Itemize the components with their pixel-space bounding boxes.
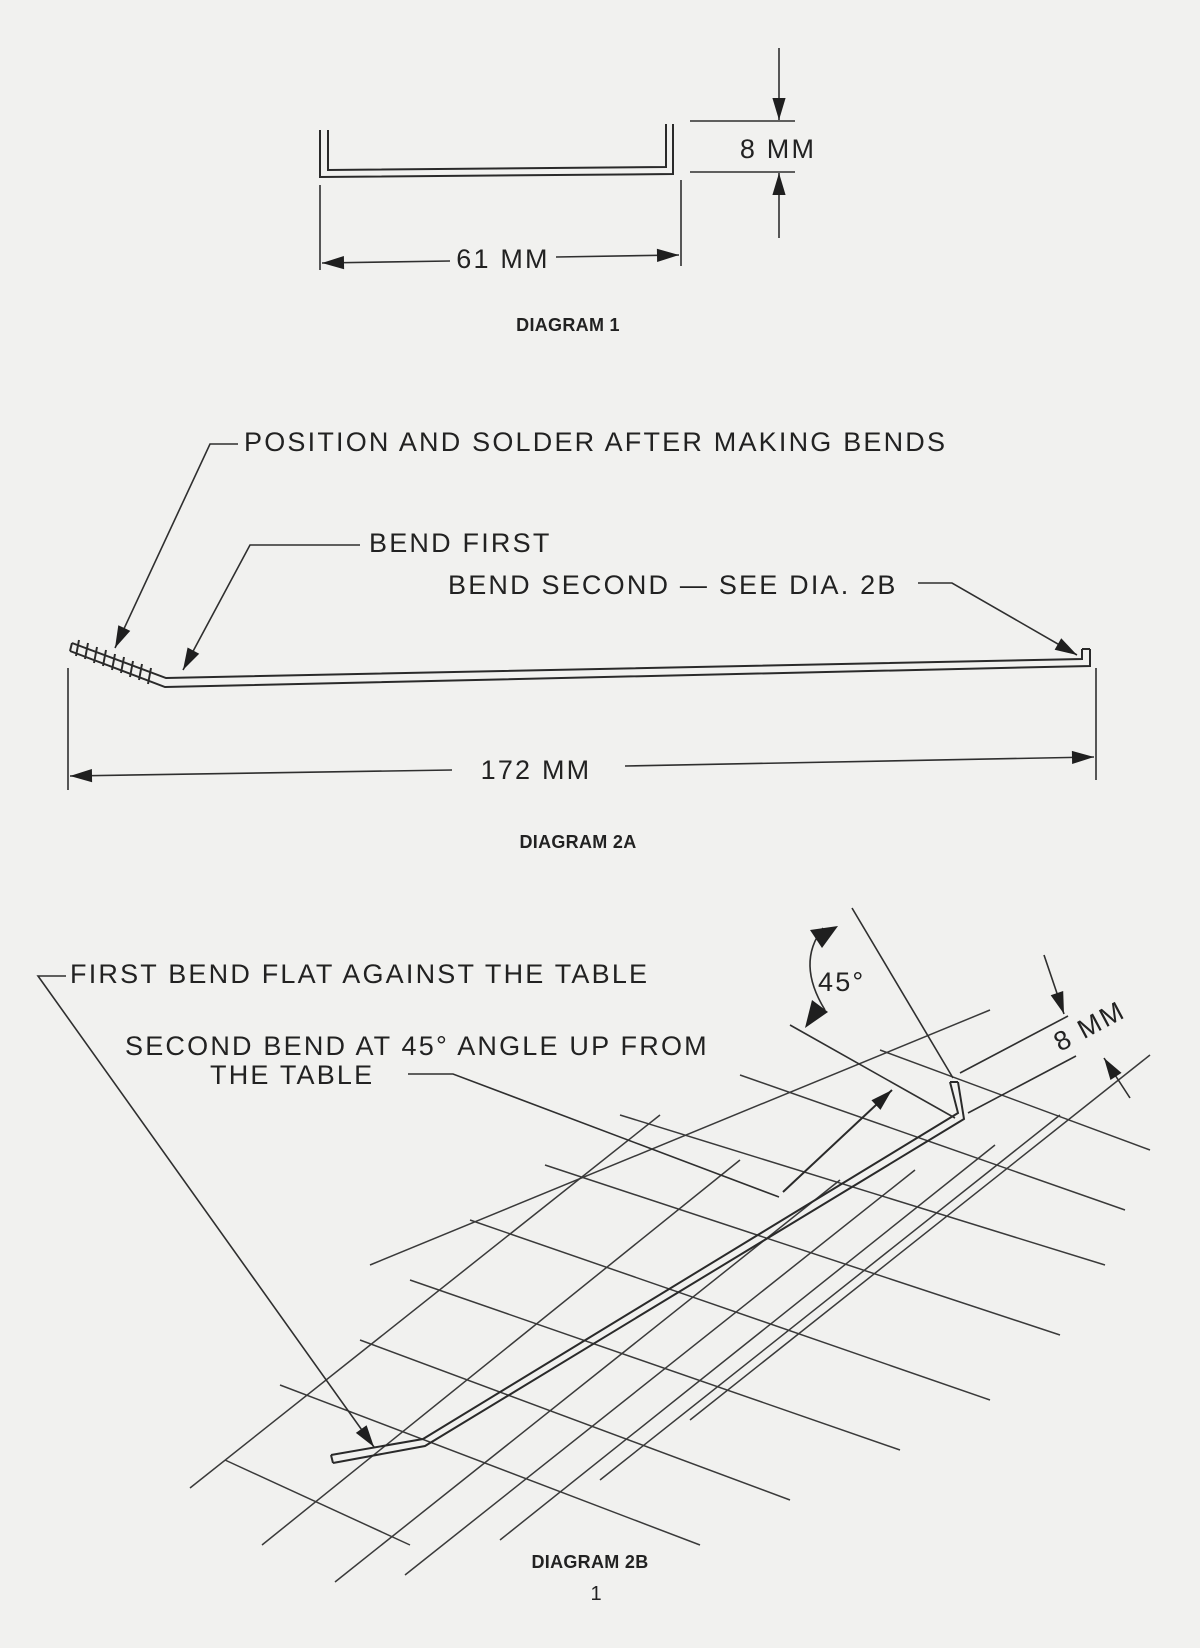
width-arrow-left xyxy=(321,256,451,270)
diagram-1: 61 MM 8 MM DIAGRAM 1 xyxy=(319,48,816,335)
width-arrow-right xyxy=(555,248,680,262)
solder-leader xyxy=(114,443,238,649)
rod-inner-2b xyxy=(330,1081,960,1456)
angle-base-line xyxy=(789,1024,956,1119)
bend-second-leader xyxy=(918,582,1078,656)
first-bend-leader xyxy=(36,975,375,1448)
diagram-2a: POSITION AND SOLDER AFTER MAKING BENDS B… xyxy=(67,427,1097,852)
bend-first-leader xyxy=(182,544,360,671)
angle-arrow-top xyxy=(810,926,838,948)
rod-inner xyxy=(71,642,1083,680)
upward-arrow xyxy=(782,1089,893,1193)
threaded-end xyxy=(75,639,152,685)
u-wire-inner xyxy=(327,124,667,172)
height-extension-bottom-2b xyxy=(967,1055,1077,1114)
length-arrow-left xyxy=(69,769,453,783)
diagram-2b-caption: DIAGRAM 2B xyxy=(531,1552,648,1572)
page-number: 1 xyxy=(590,1583,601,1605)
height-extension-top-2b xyxy=(959,1015,1069,1074)
solder-note: POSITION AND SOLDER AFTER MAKING BENDS xyxy=(244,427,947,457)
second-bend-note-line-2: THE TABLE xyxy=(210,1060,374,1090)
table-grid xyxy=(189,1009,1151,1583)
width-label: 61 MM xyxy=(456,244,550,274)
rod-outer xyxy=(69,649,1091,689)
angle-vertical-line xyxy=(851,907,954,1079)
diagram-2a-caption: DIAGRAM 2A xyxy=(519,832,636,852)
angle-label: 45° xyxy=(818,967,865,997)
diagram-1-caption: DIAGRAM 1 xyxy=(516,315,620,335)
bend-first-label: BEND FIRST xyxy=(369,528,552,558)
length-label: 172 MM xyxy=(481,755,592,785)
height-label: 8 MM xyxy=(740,134,816,164)
diagram-2b: 45° 8 MM FIRST BEND FLAT AGAINST THE TAB… xyxy=(36,907,1151,1583)
first-bend-note: FIRST BEND FLAT AGAINST THE TABLE xyxy=(70,959,649,989)
u-wire-outer xyxy=(319,124,674,179)
height-arrow-top-2b xyxy=(1043,954,1065,1015)
length-arrow-right xyxy=(624,750,1095,767)
height-arrow-bottom-2b xyxy=(1103,1057,1131,1099)
rod-outer-2b xyxy=(332,1081,966,1464)
second-bend-leader xyxy=(408,1073,780,1198)
angle-arrow-bottom xyxy=(805,1000,828,1028)
rod-end-2b xyxy=(330,1454,334,1464)
bend-second-label: BEND SECOND — SEE DIA. 2B xyxy=(448,570,898,600)
rod-end xyxy=(69,642,73,652)
second-bend-note-line-1: SECOND BEND AT 45° ANGLE UP FROM xyxy=(125,1031,709,1061)
